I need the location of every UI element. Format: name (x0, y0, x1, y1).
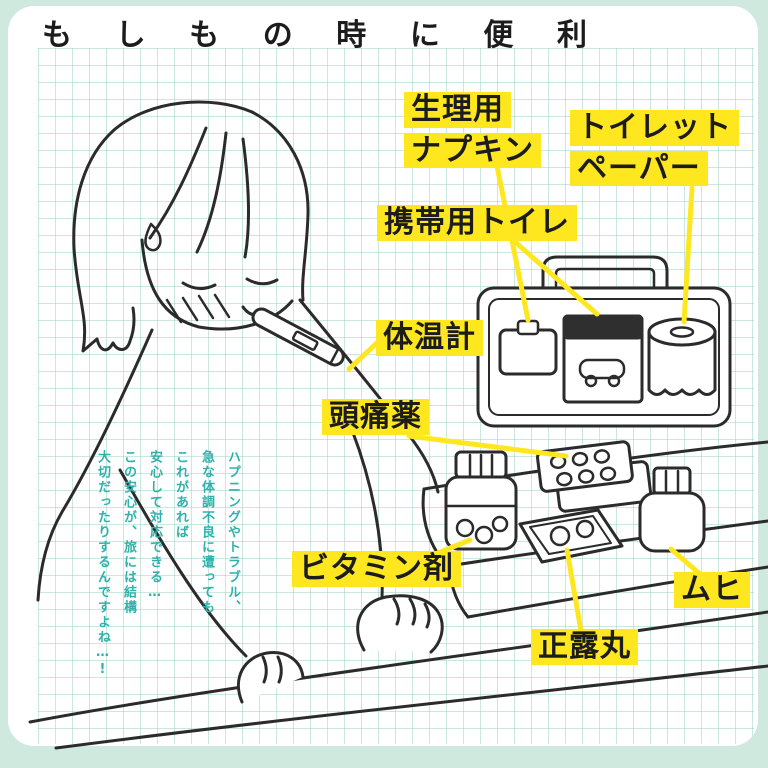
closed-eye (245, 277, 279, 286)
thermometer-drawing (251, 307, 345, 367)
bag-inner-border (488, 298, 720, 416)
label-seirogan: 正露丸 (531, 629, 638, 665)
portable-toilet-pack-drawing (562, 314, 644, 404)
toilet-paper-roll-drawing (647, 317, 717, 396)
blister-pack-drawing (536, 440, 653, 513)
label-line: 体温計 (376, 320, 483, 356)
label-line: ペーパー (570, 150, 708, 187)
title-char: 便 (483, 18, 514, 53)
bag-handle (554, 267, 656, 291)
page-title: も し も の 時 に 便 利 (42, 10, 587, 54)
label-line: 携帯用トイレ (377, 205, 577, 241)
hair-drawing (250, 110, 310, 302)
hand-drawing (356, 594, 444, 654)
caption-line: これがあれば (173, 450, 188, 540)
hair-drawing (72, 100, 254, 353)
label-toilet-paper: トイレット ペーパー (570, 110, 739, 187)
label-portable-toilet: 携帯用トイレ (377, 205, 577, 241)
first-aid-bag-drawing (476, 255, 732, 428)
sanitary-napkin-pouch-drawing (498, 319, 558, 376)
caption-line: この安心が、旅には結構 (121, 450, 136, 615)
vitamin-bottle-drawing (444, 450, 518, 551)
caption-line: ハプニングやトラブル、 (225, 450, 240, 615)
label-line: トイレット (570, 110, 739, 146)
connector-thermometer (346, 338, 382, 372)
connector-muhi (668, 546, 704, 578)
label-line: 頭痛薬 (322, 399, 429, 435)
label-headache-medicine: 頭痛薬 (322, 399, 429, 435)
connector-headache-medicine (406, 433, 569, 459)
connector-toilet-paper (681, 185, 695, 325)
blanket-line (28, 610, 768, 724)
blush-lines (165, 293, 231, 324)
blanket-line (54, 664, 768, 750)
label-line: ビタミン剤 (292, 551, 461, 587)
caption-line: 大切だったりするんですよね…! (95, 450, 110, 679)
title-char: に (409, 18, 440, 53)
title-char: 時 (336, 18, 367, 53)
seirogan-pouch-drawing (518, 508, 624, 564)
label-vitamins: ビタミン剤 (292, 551, 461, 587)
title-char: の (262, 18, 293, 53)
label-thermometer: 体温計 (376, 320, 483, 356)
car-doodle (578, 358, 626, 380)
girl-drawing (28, 100, 768, 750)
title-char: し (115, 18, 146, 53)
muhi-bottle-drawing (638, 466, 706, 553)
title-char: も (189, 18, 220, 53)
label-line: ムヒ (674, 572, 750, 608)
label-line: 生理用 (404, 92, 511, 128)
label-line: 正露丸 (531, 629, 638, 665)
title-char: 利 (556, 18, 587, 53)
caption-vertical-text: ハプニングやトラブル、 急な体調不良に遭っても これがあれば 安心して対応できる… (86, 450, 242, 682)
label-sanitary-napkin: 生理用 ナプキン (404, 92, 542, 169)
caption-line: 安心して対応できる… (147, 450, 162, 602)
label-line: ナプキン (404, 132, 542, 169)
connector-portable-toilet (511, 238, 600, 317)
title-char: も (42, 18, 72, 53)
label-muhi: ムヒ (674, 572, 750, 608)
hand-drawing (236, 651, 305, 704)
closed-eye (181, 281, 217, 290)
caption-line: 急な体調不良に遭っても (199, 450, 214, 615)
sweat-drop (144, 222, 162, 252)
connector-seirogan (564, 547, 584, 634)
